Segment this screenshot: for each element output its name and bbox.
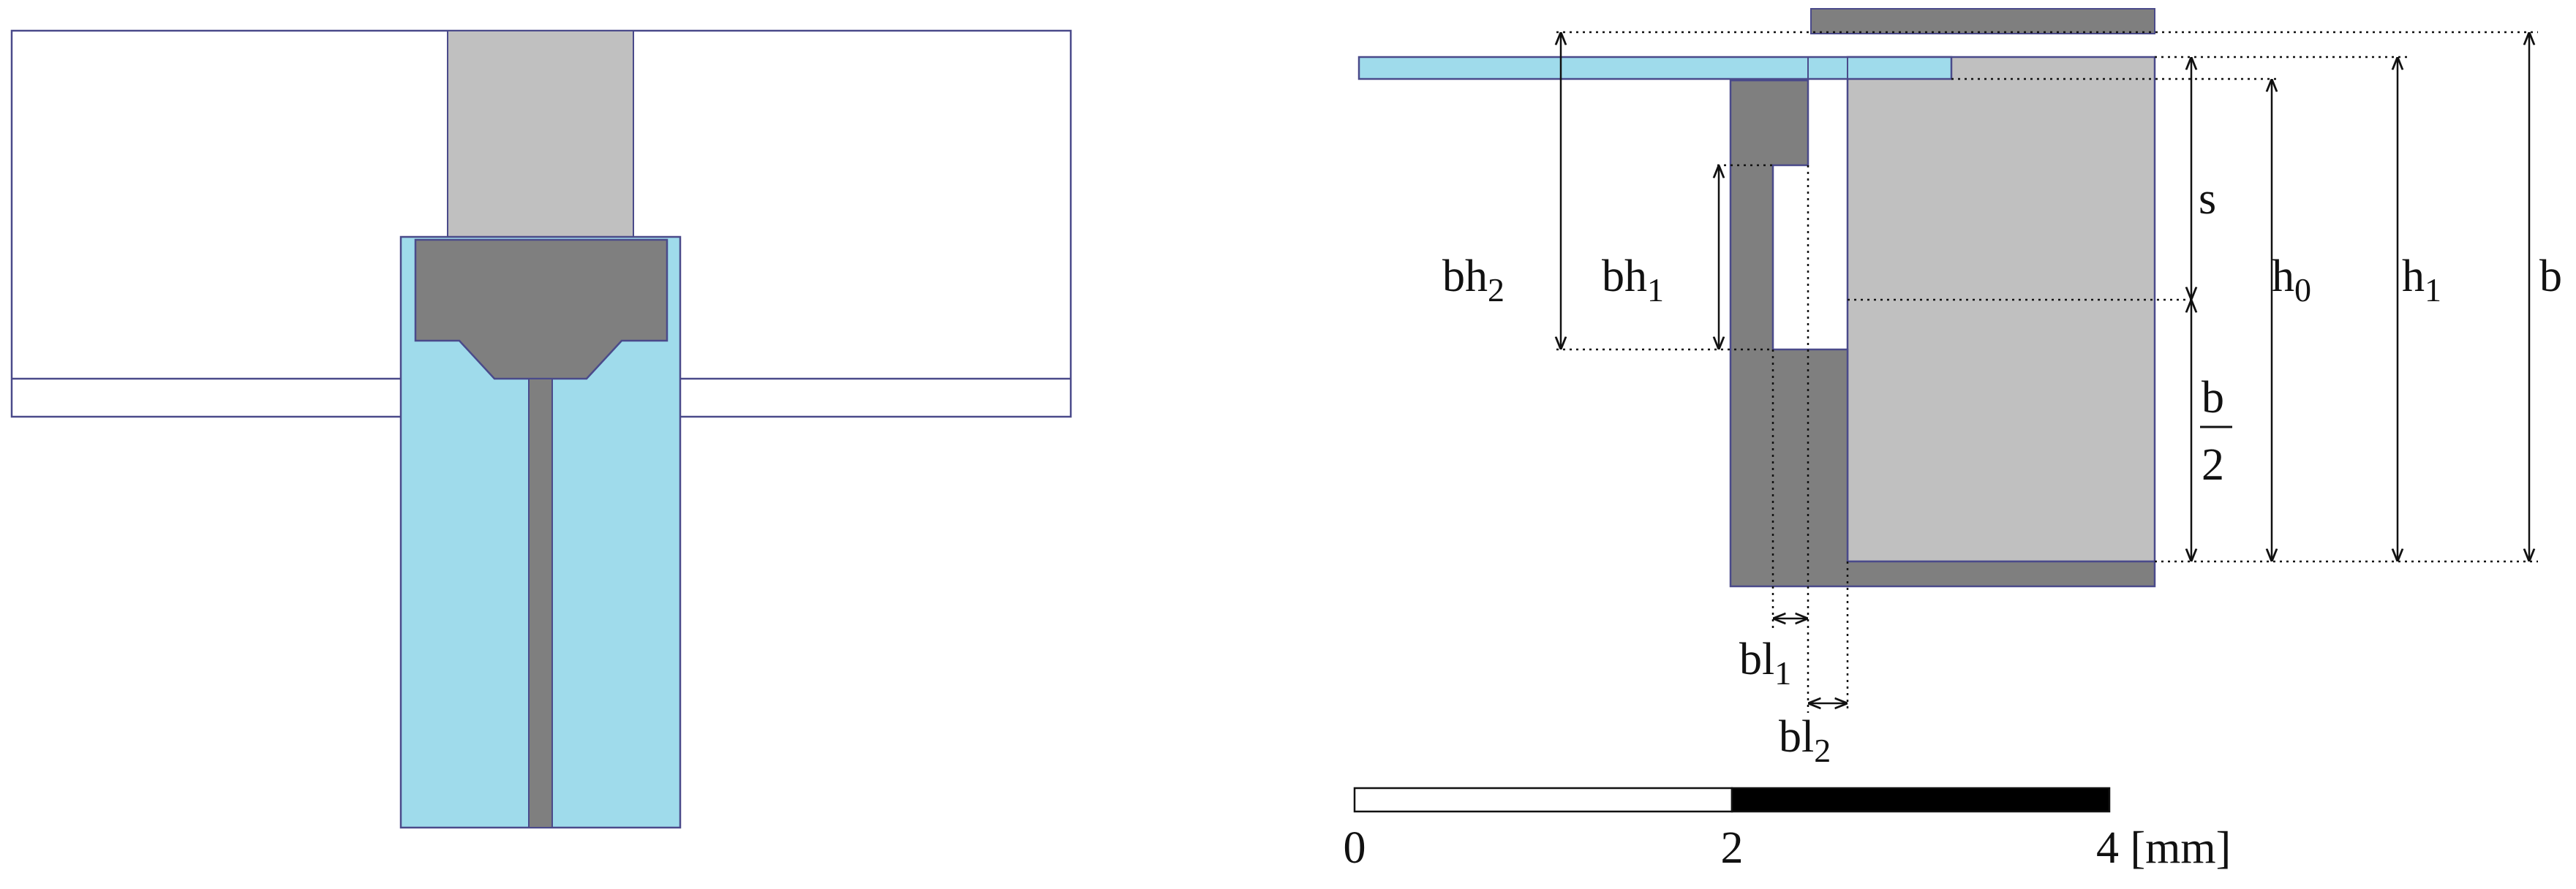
label-bh1: bh1 — [1602, 251, 1664, 309]
label-b2-denominator: 2 — [2202, 440, 2224, 490]
label-b: b — [2539, 251, 2562, 301]
label-h0: h0 — [2272, 251, 2311, 309]
right-top-dark-cap — [1810, 8, 2155, 34]
scale-bar: 0 2 4 [mm] — [1344, 787, 2231, 873]
label-b2-numerator: b — [2202, 373, 2224, 423]
right-blue-plate — [1357, 56, 1953, 80]
left-gray-column — [447, 30, 634, 238]
label-s: s — [2199, 174, 2216, 224]
scale-tick-4: 4 [mm] — [2096, 823, 2231, 873]
scale-bar-black-segment — [1730, 787, 2111, 813]
scale-bar-white-segment — [1353, 787, 1733, 813]
right-light-gray-block — [1846, 56, 2156, 563]
label-bl1: bl1 — [1739, 635, 1791, 692]
label-h1: h1 — [2402, 251, 2441, 309]
label-bl2: bl2 — [1779, 712, 1831, 769]
label-bh2: bh2 — [1442, 251, 1504, 309]
left-dark-head — [414, 238, 669, 380]
right-dark-frame — [1729, 79, 2156, 588]
scale-tick-0: 0 — [1344, 823, 1366, 873]
extension-lines — [1556, 31, 2538, 713]
label-b-over-2: b 2 — [2200, 373, 2232, 490]
scale-tick-2: 2 — [1721, 823, 1744, 873]
left-dark-stem — [528, 378, 553, 828]
left-view — [10, 29, 1072, 829]
right-view: bh2 bh1 s h0 h1 b b 2 bl1 bl2 — [1357, 8, 2562, 769]
dimension-lines — [1561, 32, 2529, 703]
